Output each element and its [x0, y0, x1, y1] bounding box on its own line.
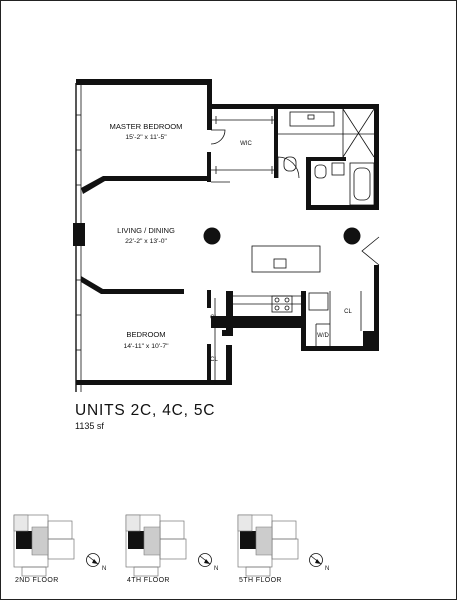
key-plan-4th: [125, 514, 187, 577]
living-dining-name: LIVING / DINING: [117, 226, 175, 235]
bedroom-name: BEDROOM: [126, 330, 165, 339]
area-label: 1135 sf: [75, 421, 104, 431]
key-plan-2nd: [13, 514, 75, 577]
walls: [76, 79, 379, 385]
room-labels: MASTER BEDROOM 15'-2" x 11'-5" LIVING / …: [110, 122, 353, 363]
living-dining-dims: 22'-2" x 13'-0": [125, 238, 167, 245]
north-label: N: [214, 566, 218, 572]
north-label: N: [102, 566, 106, 572]
units-title: UNITS 2C, 4C, 5C: [75, 402, 216, 419]
north-label: N: [325, 566, 329, 572]
wic-label: WIC: [240, 141, 252, 147]
closet-label-hall: CL: [344, 309, 352, 315]
key-plan-5th: [237, 514, 299, 577]
north-arrow-icon: N: [309, 553, 329, 572]
master-bedroom-name: MASTER BEDROOM: [110, 122, 183, 131]
interior-lines: [210, 108, 380, 384]
closet-label-lower: CL: [210, 357, 218, 363]
column-center: [203, 227, 221, 245]
title-block: UNITS 2C, 4C, 5C 1135 sf: [75, 402, 215, 431]
key-plan-caption-4th: 4TH FLOOR: [127, 577, 170, 584]
master-bedroom-dims: 15'-2" x 11'-5": [125, 134, 167, 141]
north-arrow-icon: N: [86, 553, 106, 572]
washer-dryer-label: W/D: [317, 333, 329, 339]
key-plan-caption-5th: 5TH FLOOR: [239, 577, 282, 584]
key-plan-caption-2nd: 2ND FLOOR: [15, 577, 59, 584]
north-arrow-icon: N: [198, 553, 218, 572]
bedroom-dims: 14'-11" x 10'-7": [123, 343, 169, 350]
structural-column-west: [73, 223, 85, 246]
closet-label-upper: CL: [210, 315, 218, 321]
column-east: [343, 227, 361, 245]
